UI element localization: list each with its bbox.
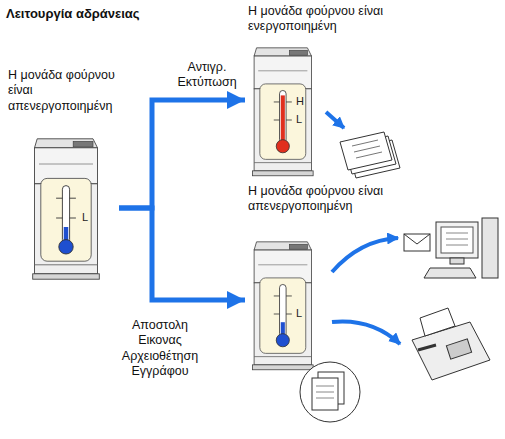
printed-paper — [326, 112, 400, 178]
thermometer-label: H — [296, 96, 304, 107]
edge-label: Αποστολη Εικονας Αρχειοθέτηση Εγγράφου — [108, 318, 212, 379]
document-storage — [300, 362, 360, 422]
printer-node: Η μονάδα φούρνου είναι ενεργοποιημένη — [245, 2, 395, 180]
flow-arrow — [119, 100, 245, 208]
node-heading: Η μονάδα φούρνου είναι απενεργοποιημένη — [248, 184, 392, 215]
diagram-title: Λειτουργία αδράνειας — [6, 6, 140, 21]
computer — [332, 218, 498, 278]
edge-label: Αντιγρ. Εκτύπωση — [168, 60, 246, 91]
thermometer-label: L — [296, 308, 302, 319]
printer-node: Η μονάδα φούρνου είναι απενεργοποιημένη — [245, 182, 395, 378]
thermometer-label: L — [82, 212, 88, 223]
node-heading: Η μονάδα φούρνου είναι απενεργοποιημένη — [8, 68, 116, 114]
flow-arrow — [119, 208, 245, 300]
printer — [33, 139, 100, 279]
printer — [252, 48, 313, 176]
fax-machine — [332, 308, 490, 380]
printer-node: Η μονάδα φούρνου είναι απενεργοποιημένη — [5, 66, 119, 286]
node-heading: Η μονάδα φούρνου είναι ενεργοποιημένη — [248, 4, 392, 35]
thermometer-label: L — [296, 114, 302, 125]
printer — [252, 242, 313, 370]
